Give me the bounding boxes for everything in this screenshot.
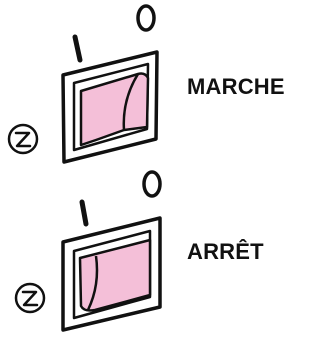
rotation-indicator-icon — [7, 123, 39, 155]
arret-label: ARRÊT — [187, 239, 264, 264]
on-symbol-i — [79, 199, 89, 227]
off-symbol-o — [142, 170, 162, 198]
rocker-button-off — [78, 238, 152, 312]
rocker-edge-off — [86, 255, 99, 311]
on-symbol-i — [72, 34, 83, 63]
rocker-edge-on — [122, 73, 140, 131]
rotation-indicator-icon — [14, 282, 46, 314]
switch-arret — [14, 170, 162, 332]
switch-marche — [7, 4, 159, 164]
off-symbol-o — [136, 4, 156, 32]
marche-label: MARCHE — [187, 74, 285, 99]
rocker-button-on — [79, 72, 150, 147]
